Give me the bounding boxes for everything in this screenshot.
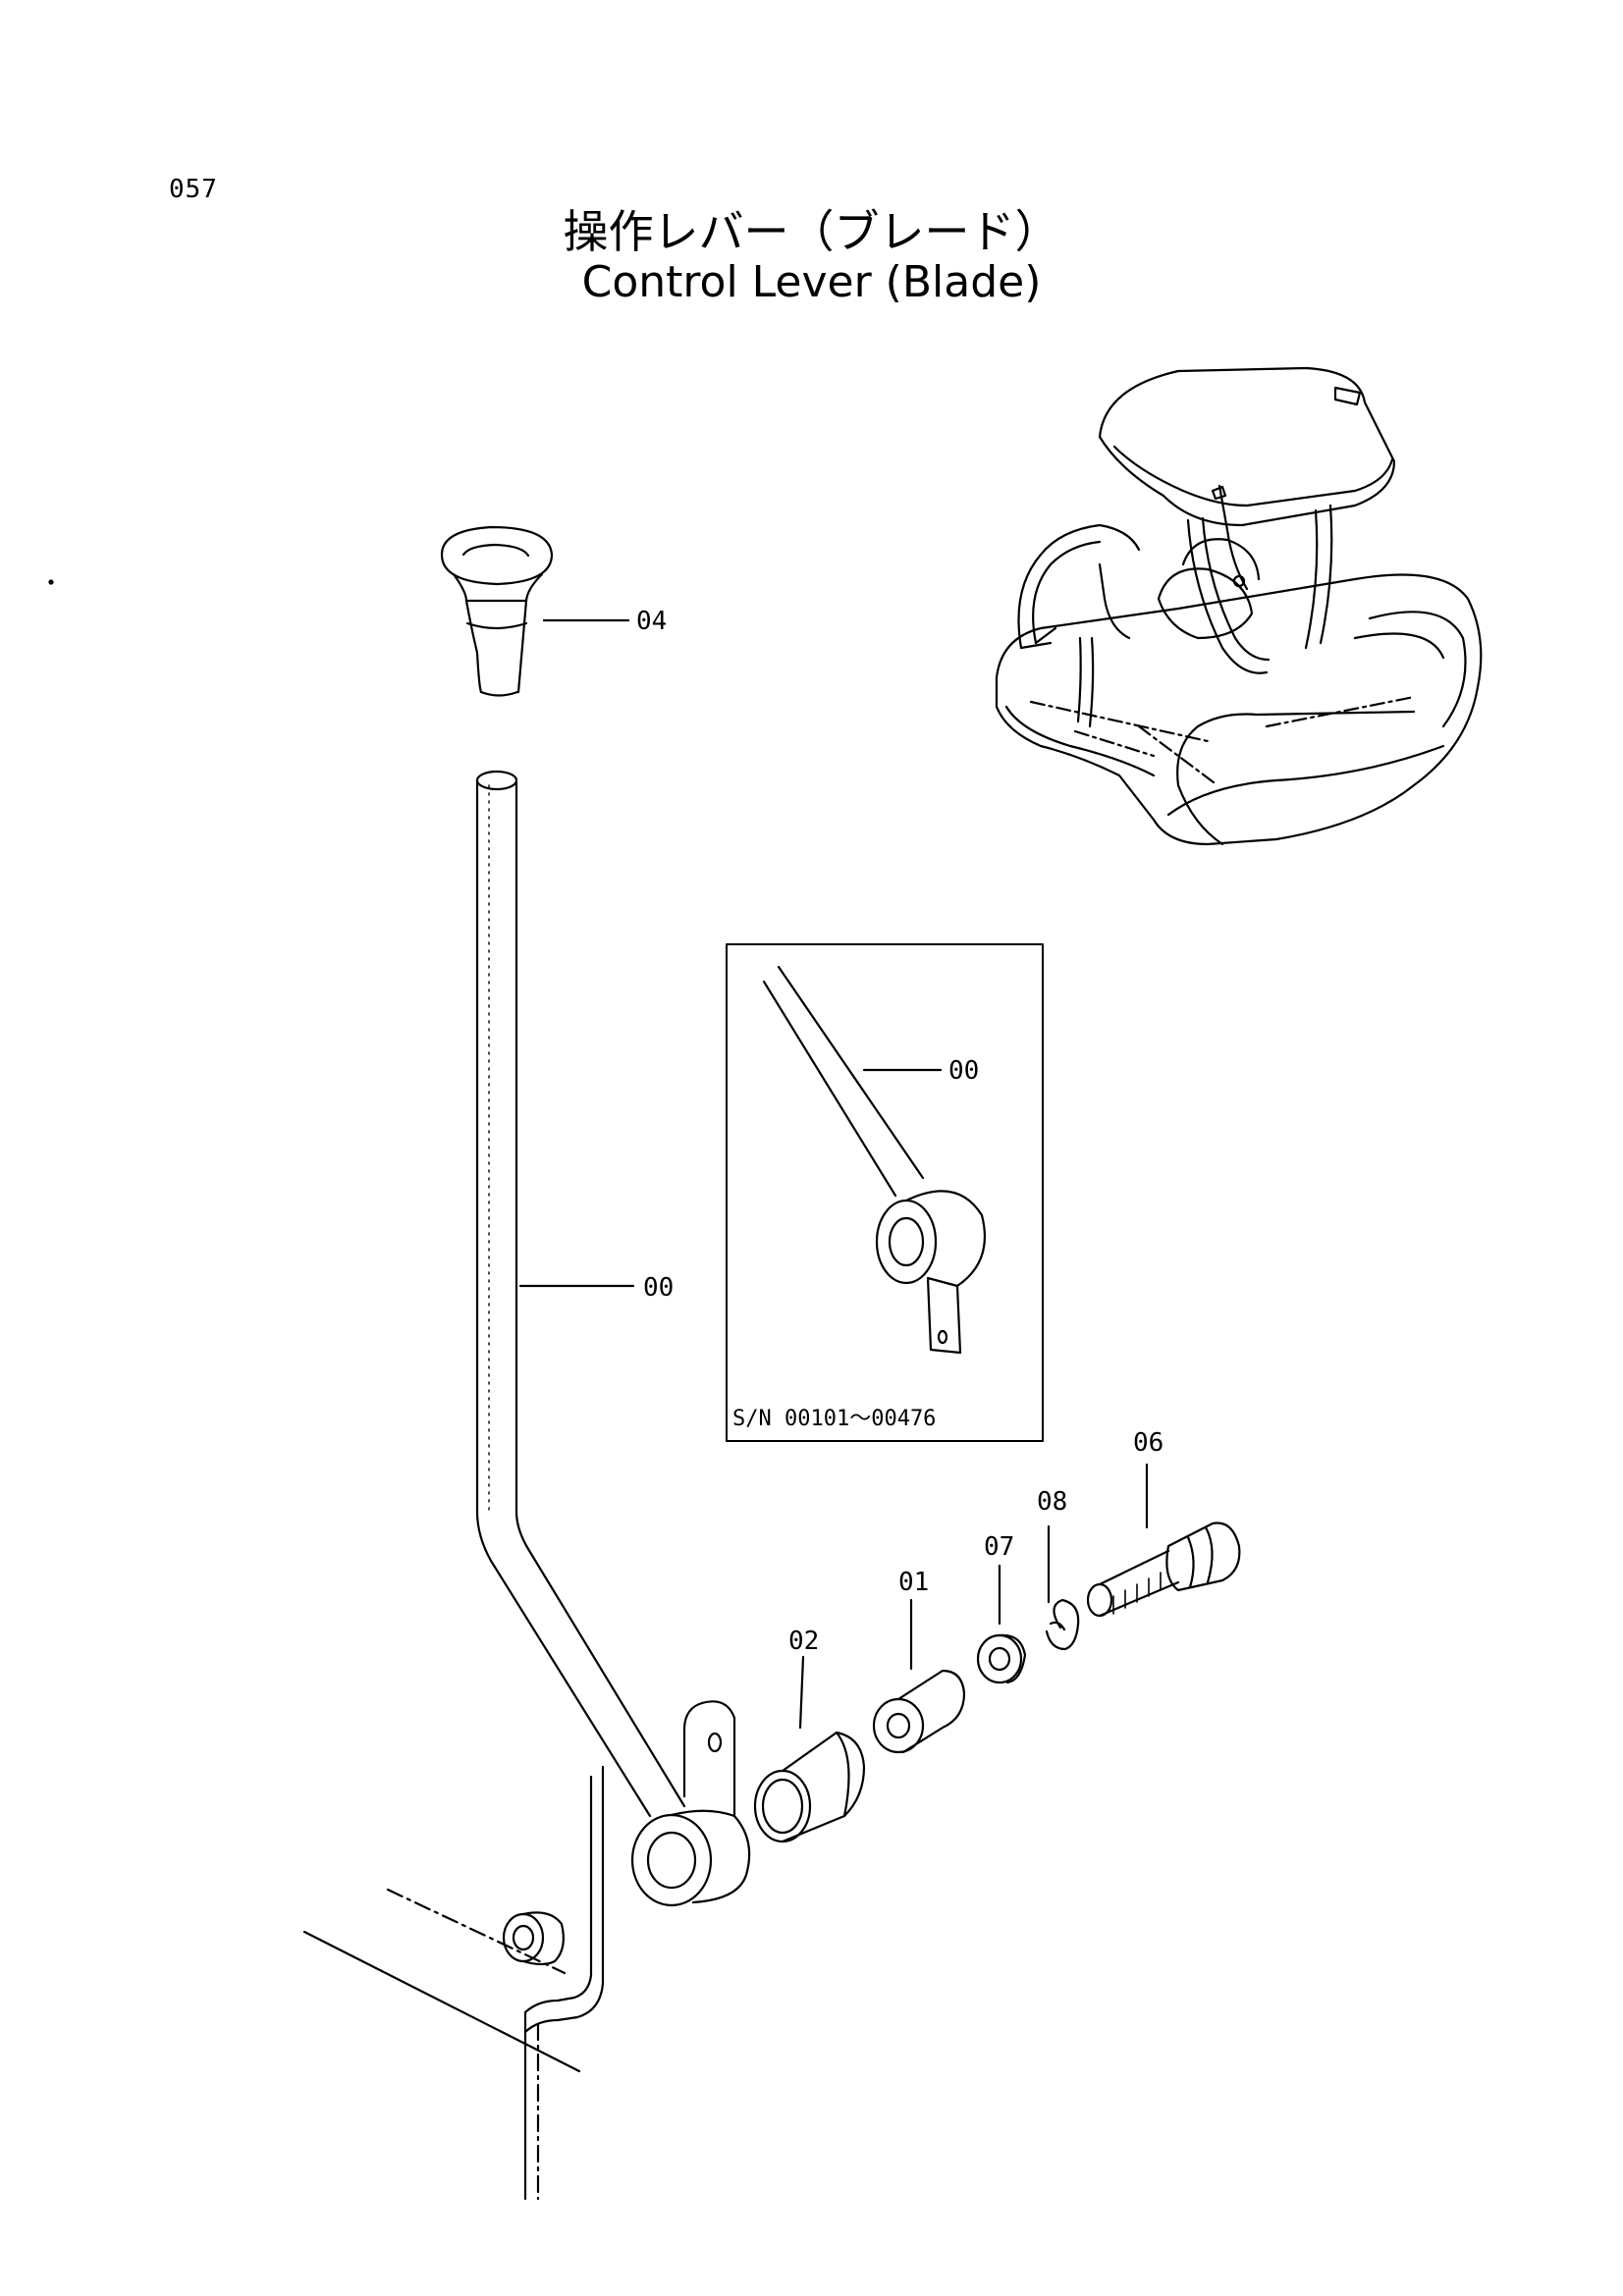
callout-label-06: 06 [1133, 1428, 1163, 1458]
inset-detail-box [726, 943, 1044, 1442]
stray-mark [48, 579, 54, 585]
washer-07-part [976, 1633, 1027, 1684]
page-number: 057 [169, 175, 218, 204]
callout-label-01: 01 [898, 1568, 929, 1597]
callout-label-04: 04 [636, 607, 667, 636]
frame-bushing-part [502, 1911, 565, 1966]
lever-collar-part [630, 1700, 751, 1907]
bolt-06-part [1086, 1522, 1241, 1618]
machine-overview-illustration [995, 366, 1483, 846]
callout-label-08: 08 [1037, 1487, 1067, 1517]
collar-01-part [872, 1669, 966, 1754]
callout-leader-02 [798, 1655, 805, 1730]
bushing-02-part [753, 1731, 866, 1843]
callout-label-07: 07 [984, 1532, 1014, 1562]
frame-outline [302, 1765, 605, 2201]
page-title-japanese: 操作レバー（ブレード） [563, 205, 1060, 258]
lever-rod-part [475, 770, 686, 1818]
page-title-english: Control Lever (Blade) [581, 257, 1042, 307]
callout-label-02: 02 [788, 1627, 819, 1656]
ring-08-part [1045, 1598, 1080, 1651]
callout-label-00: 00 [643, 1273, 674, 1303]
inset-callout-label-00: 00 [948, 1056, 979, 1086]
inset-serial-caption: S/N 00101～00476 [732, 1407, 936, 1431]
knob-part [440, 525, 554, 697]
